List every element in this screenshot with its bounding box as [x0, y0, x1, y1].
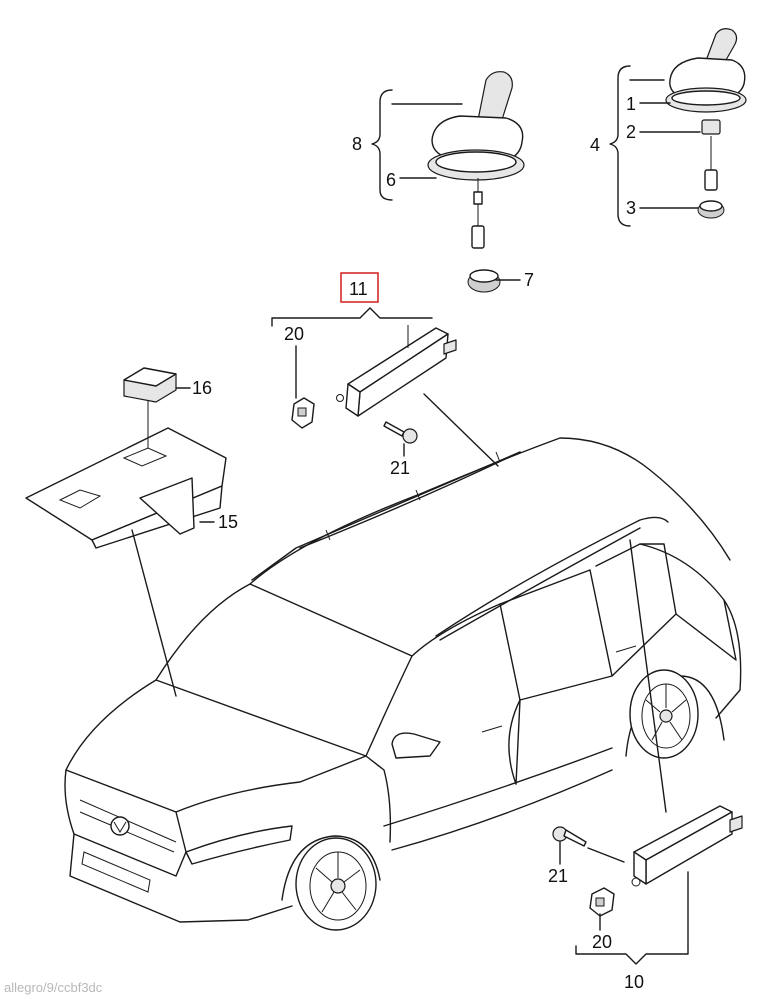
- antenna-assembly-right: [665, 28, 747, 219]
- antenna-amplifier-11: [336, 325, 457, 417]
- bracket-10: [575, 945, 689, 965]
- watermark: allegro/9/ccbf3dc: [4, 980, 103, 995]
- callout-4: 4: [590, 135, 600, 155]
- callout-21-bottom: 21: [548, 866, 568, 886]
- callout-21-top: 21: [390, 458, 410, 478]
- callout-15: 15: [218, 512, 238, 532]
- car-vw-touran: [64, 437, 742, 931]
- clip-20-top: [291, 397, 315, 429]
- leader-11-to-car: [423, 393, 499, 467]
- bracket-4: [609, 65, 631, 227]
- callout-3: 3: [626, 198, 636, 218]
- callout-7: 7: [524, 270, 534, 290]
- highlight-box-11: [340, 272, 379, 303]
- bracket-8: [371, 89, 393, 201]
- trim-panel-15: [25, 400, 227, 549]
- callout-16: 16: [192, 378, 212, 398]
- callout-1: 1: [626, 94, 636, 114]
- leader-screw-bottom: [587, 847, 625, 863]
- roof-antenna-assembly: [427, 71, 525, 293]
- callout-2: 2: [626, 122, 636, 142]
- callout-20-top: 20: [284, 324, 304, 344]
- callout-8: 8: [352, 134, 362, 154]
- leader-15-to-car: [131, 529, 177, 697]
- leader-10-to-car: [629, 539, 667, 813]
- callout-20-bottom: 20: [592, 932, 612, 952]
- antenna-amplifier-10: [631, 805, 743, 887]
- callout-11: 11: [349, 279, 368, 299]
- bracket-11: [271, 307, 433, 327]
- screw-21-bottom: [552, 826, 587, 847]
- screw-21-top: [383, 421, 418, 444]
- callout-6: 6: [386, 170, 396, 190]
- module-16: [123, 367, 177, 403]
- callout-10: 10: [624, 972, 644, 992]
- clip-20-bottom: [589, 887, 615, 917]
